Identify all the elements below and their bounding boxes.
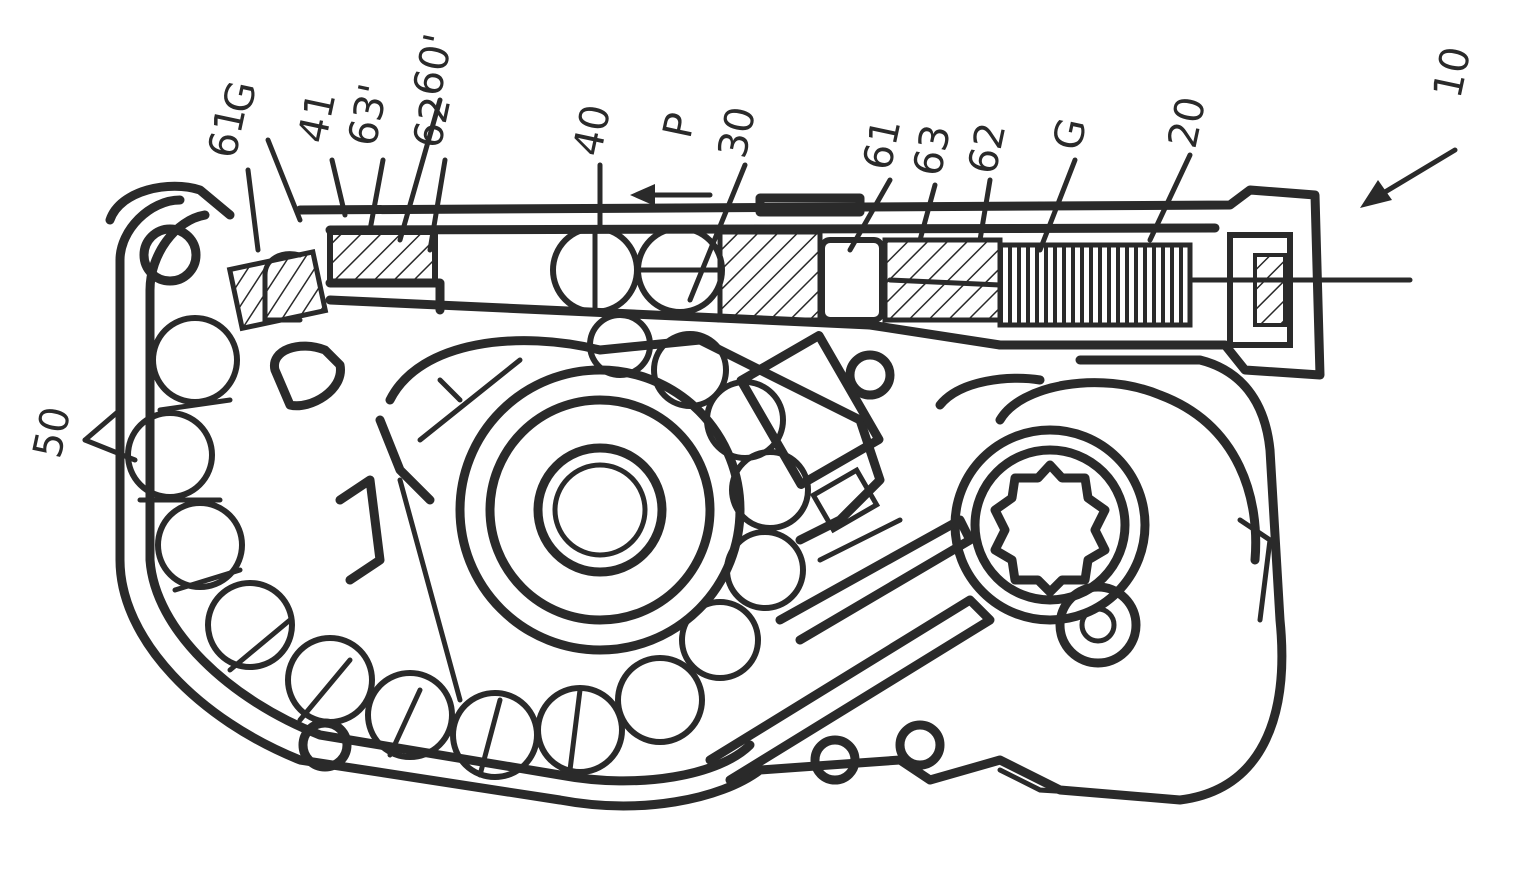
label-62: 62 — [960, 119, 1016, 178]
label-61-left: 61 — [200, 103, 256, 162]
label-30: 30 — [710, 103, 766, 162]
label-20: 20 — [1160, 93, 1216, 152]
label-63p: 63' — [340, 80, 398, 150]
label-63: 63 — [905, 121, 961, 180]
label-g-right: G — [1045, 114, 1096, 154]
mounting-hole-mid — [850, 355, 890, 395]
piston-left-60p — [230, 232, 440, 328]
mounting-hole-bottom-mid-b — [900, 725, 940, 765]
label-61-right: 61 — [855, 115, 911, 174]
label-10: 10 — [1425, 43, 1481, 102]
balls-channel — [553, 228, 722, 312]
label-p: P — [655, 109, 705, 142]
central-hub — [274, 336, 880, 700]
spring-20 — [1000, 235, 1410, 345]
label-41: 41 — [290, 88, 346, 147]
piston-right — [720, 232, 1000, 320]
label-40: 40 — [565, 101, 621, 160]
label-50: 50 — [25, 403, 81, 462]
